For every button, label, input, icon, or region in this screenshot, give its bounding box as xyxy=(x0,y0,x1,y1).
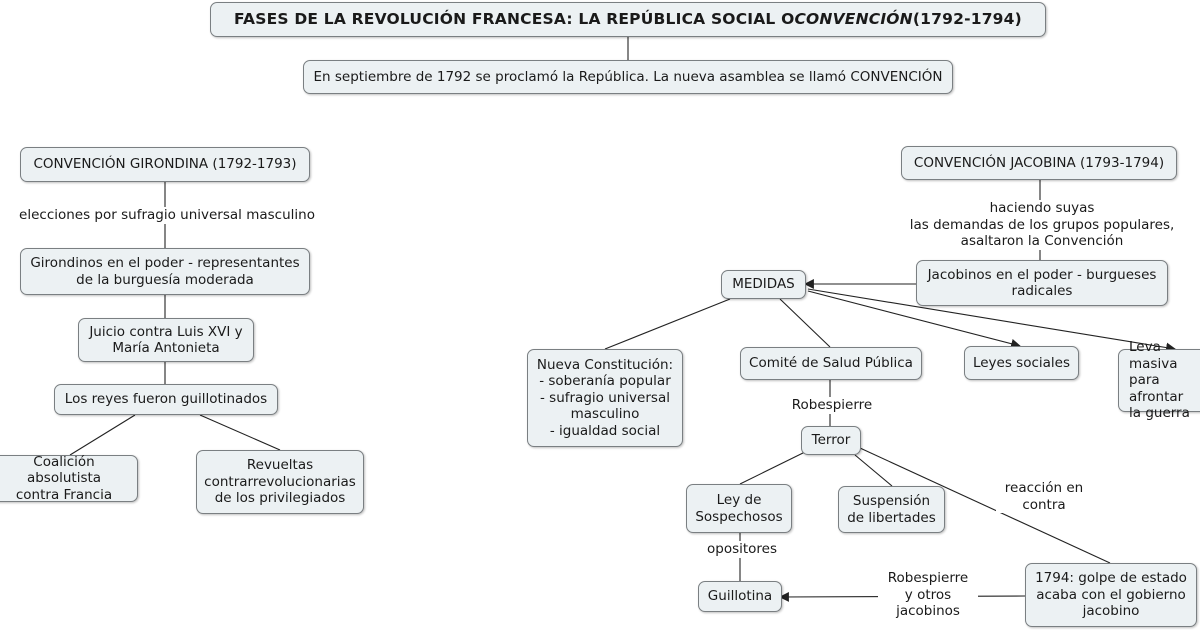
reaccion-label: reacción en contra xyxy=(996,480,1092,513)
juicio-node: Juicio contra Luis XVI y María Antonieta xyxy=(78,318,254,362)
title-part2: (1792-1794) xyxy=(912,10,1022,29)
medidas-node: MEDIDAS xyxy=(721,270,806,299)
revueltas-node: Revueltas contrarrevolucionarias de los … xyxy=(196,450,364,514)
haciendo-suyas-label: haciendo suyas las demandas de los grupo… xyxy=(898,200,1186,250)
terror-node: Terror xyxy=(801,426,861,455)
jacobinos-poder-node: Jacobinos en el poder - burgueses radica… xyxy=(916,260,1168,306)
robespierre-label: Robespierre xyxy=(782,397,882,414)
robespierre-otros-label: Robespierre y otros jacobinos xyxy=(878,570,978,620)
guillotina-node: Guillotina xyxy=(698,581,782,612)
nueva-constitucion-node: Nueva Constitución: - soberanía popular … xyxy=(527,349,683,447)
leyes-sociales-node: Leyes sociales xyxy=(964,346,1079,380)
reyes-node: Los reyes fueron guillotinados xyxy=(54,384,278,415)
leva-masiva-node: Leva masiva para afrontar la guerra xyxy=(1118,339,1200,421)
page-title: FASES DE LA REVOLUCIÓN FRANCESA: LA REPÚ… xyxy=(210,2,1046,37)
suspension-libertades-node: Suspensión de libertades xyxy=(838,486,945,533)
title-part1: FASES DE LA REVOLUCIÓN FRANCESA: LA REPÚ… xyxy=(234,10,795,29)
title-emphasis: CONVENCIÓN xyxy=(794,10,913,29)
comite-node: Comité de Salud Pública xyxy=(740,347,922,380)
intro-node: En septiembre de 1792 se proclamó la Rep… xyxy=(303,60,953,94)
ley-sospechosos-node: Ley de Sospechosos xyxy=(686,484,792,533)
coalicion-node: Coalición absolutista contra Francia xyxy=(0,454,138,503)
opositores-label: opositores xyxy=(697,541,787,558)
girondinos-poder-node: Girondinos en el poder - representantes … xyxy=(20,248,310,295)
convencion-jacobina-node: CONVENCIÓN JACOBINA (1793-1794) xyxy=(901,146,1177,180)
golpe-estado-node: 1794: golpe de estado acaba con el gobie… xyxy=(1025,563,1197,627)
convencion-girondina-node: CONVENCIÓN GIRONDINA (1792-1793) xyxy=(20,147,310,182)
elecciones-label: elecciones por sufragio universal mascul… xyxy=(14,207,320,224)
